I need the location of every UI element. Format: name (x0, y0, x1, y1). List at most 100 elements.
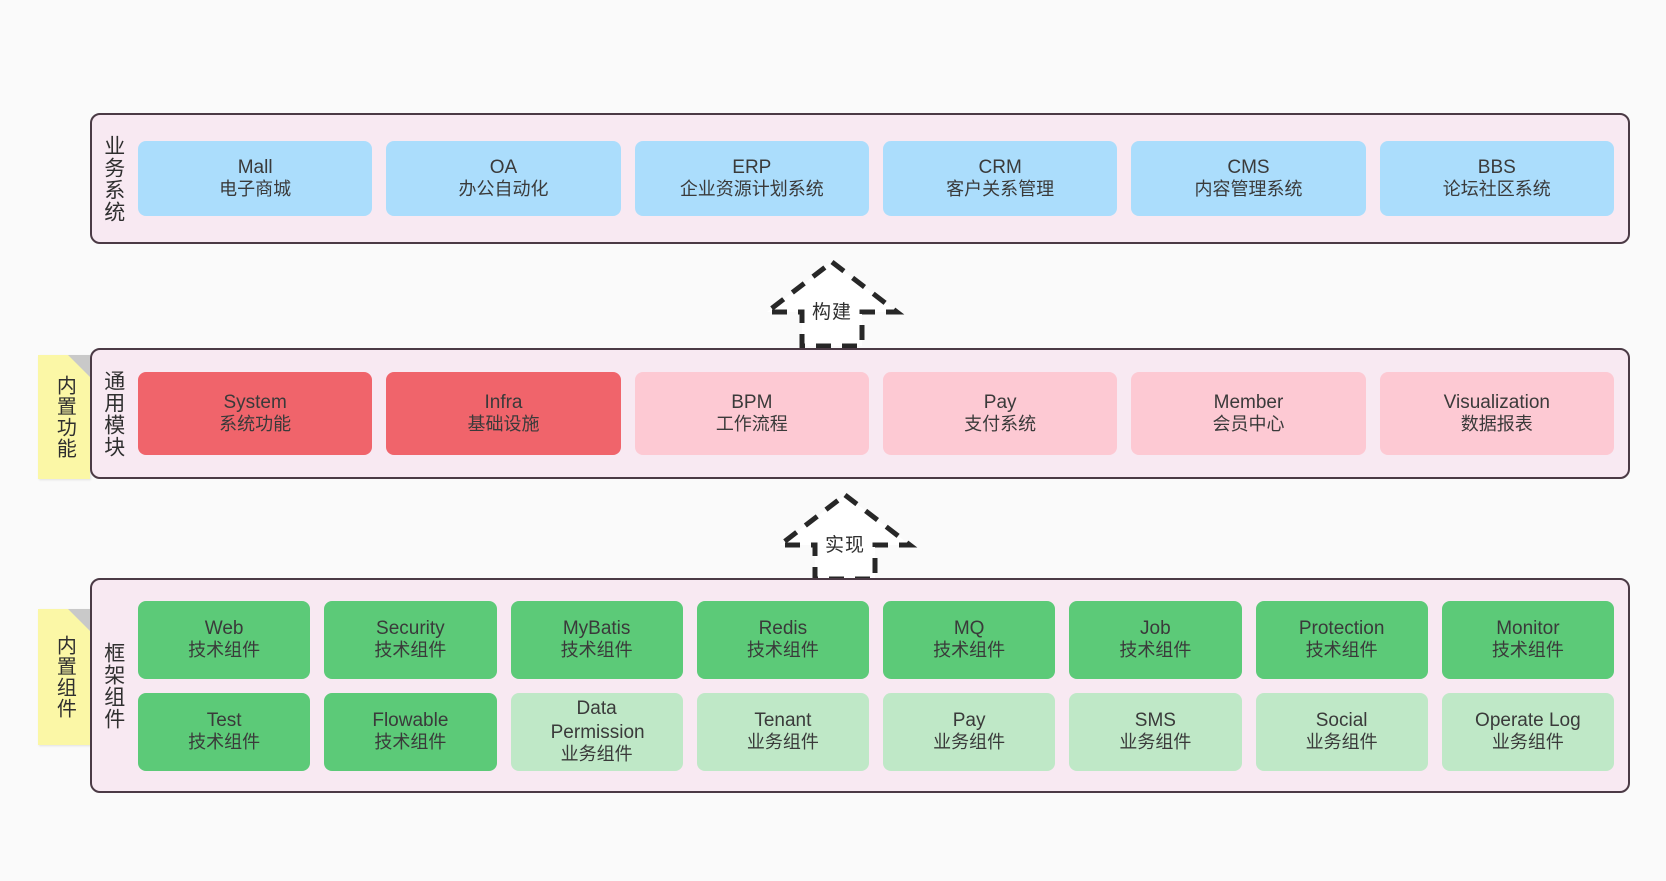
layer-framework-components: 框架组件 Web 技术组件 Security 技术组件 MyBatis 技术组件… (90, 578, 1630, 793)
implement-arrow-shape (772, 491, 918, 582)
node-sms-en: SMS (1134, 709, 1176, 731)
node-pay-component-en: Pay (952, 709, 986, 731)
node-infra[interactable]: Infra 基础设施 (386, 372, 621, 455)
node-monitor[interactable]: Monitor 技术组件 (1441, 600, 1614, 679)
node-flowable-en: Flowable (372, 709, 449, 731)
node-data-permission-en: Data Permission (550, 698, 645, 743)
node-social-cn: 业务组件 (1305, 732, 1378, 753)
sticky-note-builtin-features-label: 内置功能 (53, 375, 76, 459)
node-mall-cn: 电子商城 (219, 179, 292, 200)
node-monitor-cn: 技术组件 (1491, 640, 1564, 661)
node-mq-cn: 技术组件 (933, 640, 1006, 661)
node-test-cn: 技术组件 (188, 732, 261, 753)
node-bbs-cn: 论坛社区系统 (1442, 179, 1551, 200)
node-operate-log-cn: 业务组件 (1491, 732, 1564, 753)
node-flowable[interactable]: Flowable 技术组件 (324, 692, 497, 771)
node-cms[interactable]: CMS 内容管理系统 (1131, 141, 1366, 216)
business-systems-row: Mall 电子商城 OA 办公自动化 ERP 企业资源计划系统 CRM 客户关系… (138, 141, 1614, 216)
node-mall-en: Mall (237, 156, 273, 178)
node-pay-module[interactable]: Pay 支付系统 (882, 372, 1118, 455)
node-pay-component[interactable]: Pay 业务组件 (883, 692, 1056, 771)
node-visualization-en: Visualization (1443, 391, 1550, 413)
implement-arrow-label: 实现 (824, 535, 865, 556)
node-mq[interactable]: MQ 技术组件 (883, 600, 1056, 679)
node-cms-cn: 内容管理系统 (1194, 179, 1303, 200)
node-oa[interactable]: OA 办公自动化 (386, 141, 621, 216)
node-social[interactable]: Social 业务组件 (1255, 692, 1428, 771)
layer-business-systems: 业务系统 Mall 电子商城 OA 办公自动化 ERP 企业资源计划系统 CRM (90, 113, 1630, 244)
node-mq-en: MQ (953, 617, 985, 639)
node-system-en: System (223, 391, 287, 413)
node-mall[interactable]: Mall 电子商城 (138, 141, 373, 216)
node-security-en: Security (376, 617, 445, 639)
node-oa-en: OA (489, 156, 518, 178)
sticky-fold-corner-icon (68, 355, 90, 377)
connector-implement-arrow: 实现 (770, 489, 920, 583)
node-crm[interactable]: CRM 客户关系管理 (882, 141, 1118, 216)
node-test[interactable]: Test 技术组件 (138, 692, 311, 771)
layer-body-framework-components: Web 技术组件 Security 技术组件 MyBatis 技术组件 Redi… (134, 580, 1628, 791)
node-security-cn: 技术组件 (374, 640, 447, 661)
node-protection-cn: 技术组件 (1305, 640, 1378, 661)
layer-body-common-modules: System 系统功能 Infra 基础设施 BPM 工作流程 Pay 支付系统… (134, 350, 1628, 477)
node-system[interactable]: System 系统功能 (138, 372, 373, 455)
node-test-en: Test (206, 709, 242, 731)
node-sms[interactable]: SMS 业务组件 (1069, 692, 1242, 771)
layer-body-business-systems: Mall 电子商城 OA 办公自动化 ERP 企业资源计划系统 CRM 客户关系… (134, 115, 1628, 242)
node-mybatis[interactable]: MyBatis 技术组件 (510, 600, 683, 679)
node-oa-cn: 办公自动化 (458, 179, 549, 200)
node-bbs-en: BBS (1477, 156, 1516, 178)
node-infra-cn: 基础设施 (467, 414, 540, 435)
connector-build-arrow: 构建 (757, 256, 907, 350)
sticky-note-builtin-components-label: 内置组件 (53, 635, 76, 719)
node-protection[interactable]: Protection 技术组件 (1255, 600, 1428, 679)
node-web-en: Web (204, 617, 244, 639)
node-member[interactable]: Member 会员中心 (1131, 372, 1366, 455)
node-mybatis-en: MyBatis (562, 617, 631, 639)
node-redis-en: Redis (758, 617, 808, 639)
node-visualization[interactable]: Visualization 数据报表 (1379, 372, 1614, 455)
node-bpm-en: BPM (731, 391, 773, 413)
node-redis-cn: 技术组件 (746, 640, 819, 661)
sticky-fold-corner-icon (68, 609, 90, 631)
node-monitor-en: Monitor (1496, 617, 1560, 639)
build-arrow-label: 构建 (811, 302, 852, 323)
node-job[interactable]: Job 技术组件 (1069, 600, 1242, 679)
node-data-permission-cn: 业务组件 (560, 743, 633, 764)
node-security[interactable]: Security 技术组件 (324, 600, 497, 679)
node-erp-en: ERP (732, 156, 772, 178)
node-operate-log[interactable]: Operate Log 业务组件 (1441, 692, 1614, 771)
framework-tech-row: Web 技术组件 Security 技术组件 MyBatis 技术组件 Redi… (138, 600, 1614, 679)
node-job-en: Job (1140, 617, 1171, 639)
node-crm-en: CRM (978, 156, 1022, 178)
node-pay-module-en: Pay (983, 391, 1017, 413)
node-web[interactable]: Web 技术组件 (138, 600, 311, 679)
node-job-cn: 技术组件 (1119, 640, 1192, 661)
node-redis[interactable]: Redis 技术组件 (696, 600, 869, 679)
common-modules-row: System 系统功能 Infra 基础设施 BPM 工作流程 Pay 支付系统… (138, 372, 1614, 455)
node-social-en: Social (1315, 709, 1368, 731)
node-bbs[interactable]: BBS 论坛社区系统 (1379, 141, 1614, 216)
node-cms-en: CMS (1227, 156, 1270, 178)
node-tenant[interactable]: Tenant 业务组件 (696, 692, 869, 771)
node-flowable-cn: 技术组件 (374, 732, 447, 753)
layer-common-modules: 通用模块 System 系统功能 Infra 基础设施 BPM 工作流程 Pay (90, 348, 1630, 479)
node-tenant-en: Tenant (754, 709, 812, 731)
node-tenant-cn: 业务组件 (746, 732, 819, 753)
layer-title-business-systems: 业务系统 (101, 134, 125, 223)
node-infra-en: Infra (484, 391, 523, 413)
build-arrow-shape (759, 258, 905, 349)
node-operate-log-en: Operate Log (1475, 709, 1581, 731)
node-visualization-cn: 数据报表 (1460, 414, 1533, 435)
node-data-permission[interactable]: Data Permission 业务组件 (510, 692, 683, 771)
node-erp[interactable]: ERP 企业资源计划系统 (634, 141, 869, 216)
node-erp-cn: 企业资源计划系统 (679, 179, 824, 200)
node-sms-cn: 业务组件 (1119, 732, 1192, 753)
sticky-note-builtin-features: 内置功能 (38, 355, 90, 479)
layer-title-common-modules: 通用模块 (101, 369, 125, 458)
node-bpm[interactable]: BPM 工作流程 (634, 372, 869, 455)
node-protection-en: Protection (1298, 617, 1385, 639)
node-system-cn: 系统功能 (219, 414, 292, 435)
node-crm-cn: 客户关系管理 (946, 179, 1055, 200)
